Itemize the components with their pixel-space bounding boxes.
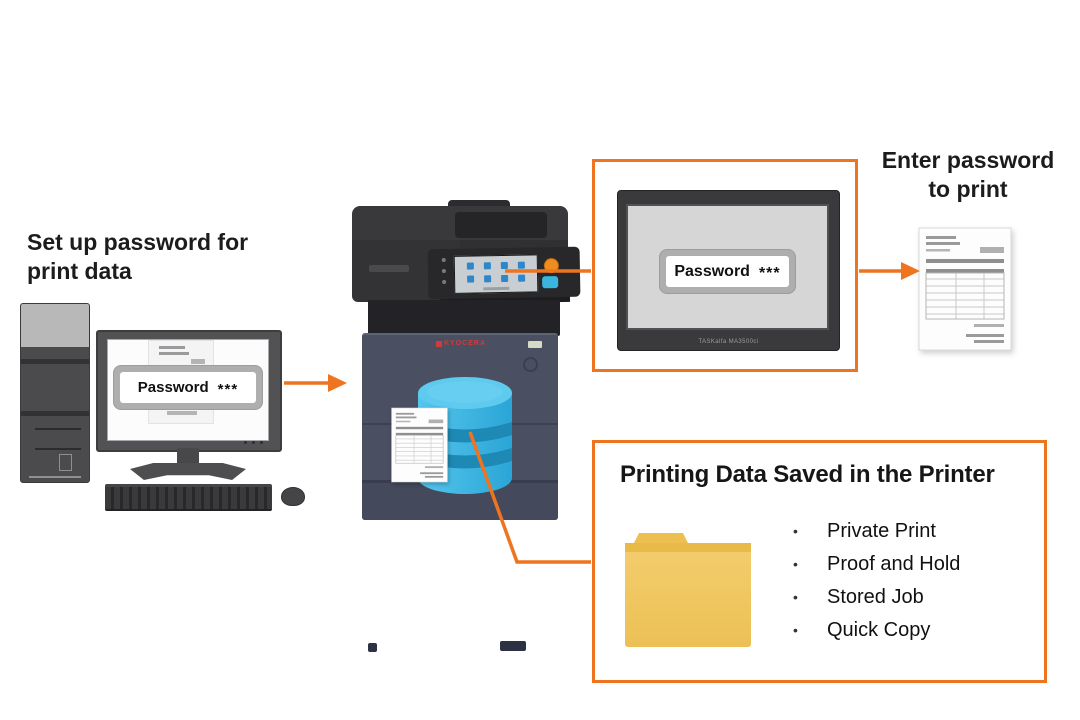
desktop-tower: [20, 303, 90, 483]
masked-password: ***: [758, 264, 781, 282]
cassette-handle: [500, 641, 526, 651]
printer-power-icon: [523, 357, 538, 372]
list-item: Stored Job: [785, 581, 960, 614]
keyboard: [105, 484, 272, 511]
arrowhead-icon: [328, 374, 347, 392]
saved-job-list: Private Print Proof and Hold Stored Job …: [785, 515, 960, 647]
saved-data-title: Printing Data Saved in the Printer: [620, 461, 995, 488]
tower-drive-line: [35, 448, 81, 450]
list-item: Private Print: [785, 515, 960, 548]
receipt-icon: [391, 407, 448, 483]
tower-vent-line: [29, 476, 81, 478]
masked-password: ***: [217, 381, 239, 398]
panel-side-keys: [441, 258, 447, 285]
password-label: Password: [674, 262, 750, 280]
folder-icon: [625, 533, 751, 647]
tower-top-panel: [21, 304, 89, 347]
tower-badge: [59, 454, 72, 471]
monitor-buttons: [244, 441, 268, 444]
password-field: Password ***: [120, 372, 256, 403]
printer-adf-tray: [455, 212, 547, 238]
printer-scanner-slot: [369, 265, 409, 272]
tower-groove: [21, 411, 89, 416]
enter-password-heading: Enter password to print: [881, 147, 1055, 202]
password-field: Password ***: [666, 256, 789, 287]
printer-control-panel: [427, 246, 581, 300]
touchscreen-app-icons: [464, 261, 528, 284]
panel-power-button: [543, 258, 560, 274]
mouse: [281, 487, 305, 506]
kyocera-logo-mark: [436, 340, 442, 347]
setup-password-heading: Set up password for print data: [27, 229, 249, 284]
printer-model-label: TASKalfa MA3500ci: [698, 339, 759, 345]
panel-password-dialog: Password ***: [659, 249, 796, 294]
panel-function-button: [542, 276, 559, 289]
printer-touchscreen: [453, 254, 539, 294]
panel-display-frame: Password *** TASKalfa MA3500ci: [617, 190, 840, 351]
monitor-stand: [177, 448, 199, 465]
password-label: Password: [137, 379, 209, 396]
saved-data-box: Printing Data Saved in the Printer Priva…: [592, 440, 1047, 683]
printed-receipt-icon: [918, 227, 1012, 351]
list-item: Proof and Hold: [785, 548, 960, 581]
list-item: Quick Copy: [785, 614, 960, 647]
kyocera-logo: KYOCERA: [436, 340, 486, 347]
tower-groove: [21, 359, 89, 364]
monitor-password-dialog: Password ***: [113, 365, 263, 410]
panel-zoom-box: Password *** TASKalfa MA3500ci: [592, 159, 858, 372]
printer-led: [528, 341, 542, 348]
tower-drive-line: [35, 428, 81, 430]
monitor-base: [130, 463, 246, 480]
printer-output-tray: [368, 300, 560, 336]
